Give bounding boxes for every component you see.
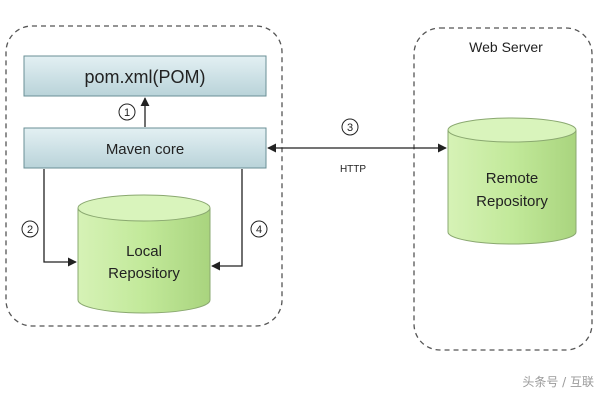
svg-text:2: 2	[27, 224, 33, 236]
step-2-badge: 2	[21, 220, 39, 238]
step-1-badge: 1	[118, 103, 136, 121]
remote-repo-label-line1: Remote	[486, 170, 539, 187]
http-label: HTTP	[340, 164, 366, 175]
web-server-label: Web Server	[469, 39, 543, 55]
arrow-step-4	[211, 169, 243, 271]
local-machine-boundary	[5, 25, 283, 327]
svg-text:3: 3	[347, 122, 353, 134]
svg-text:1: 1	[124, 107, 130, 119]
local-repo-label-line2: Repository	[108, 265, 180, 282]
arrow-step-2	[43, 169, 77, 267]
svg-text:4: 4	[256, 224, 262, 236]
watermark: 头条号 / 互联	[522, 375, 594, 389]
pom-box: pom.xml(POM)	[23, 55, 267, 97]
step-3-badge: 3	[341, 118, 359, 136]
maven-core-label: Maven core	[106, 141, 184, 158]
local-repo-label-line1: Local	[126, 243, 162, 260]
maven-core-box: Maven core	[23, 127, 267, 169]
web-server-boundary	[413, 27, 593, 351]
step-4-badge: 4	[250, 220, 268, 238]
pom-label: pom.xml(POM)	[85, 67, 206, 87]
remote-repository-cylinder: Remote Repository	[447, 117, 577, 245]
local-repository-cylinder: Local Repository	[77, 194, 211, 314]
remote-repo-label-line2: Repository	[476, 193, 548, 210]
